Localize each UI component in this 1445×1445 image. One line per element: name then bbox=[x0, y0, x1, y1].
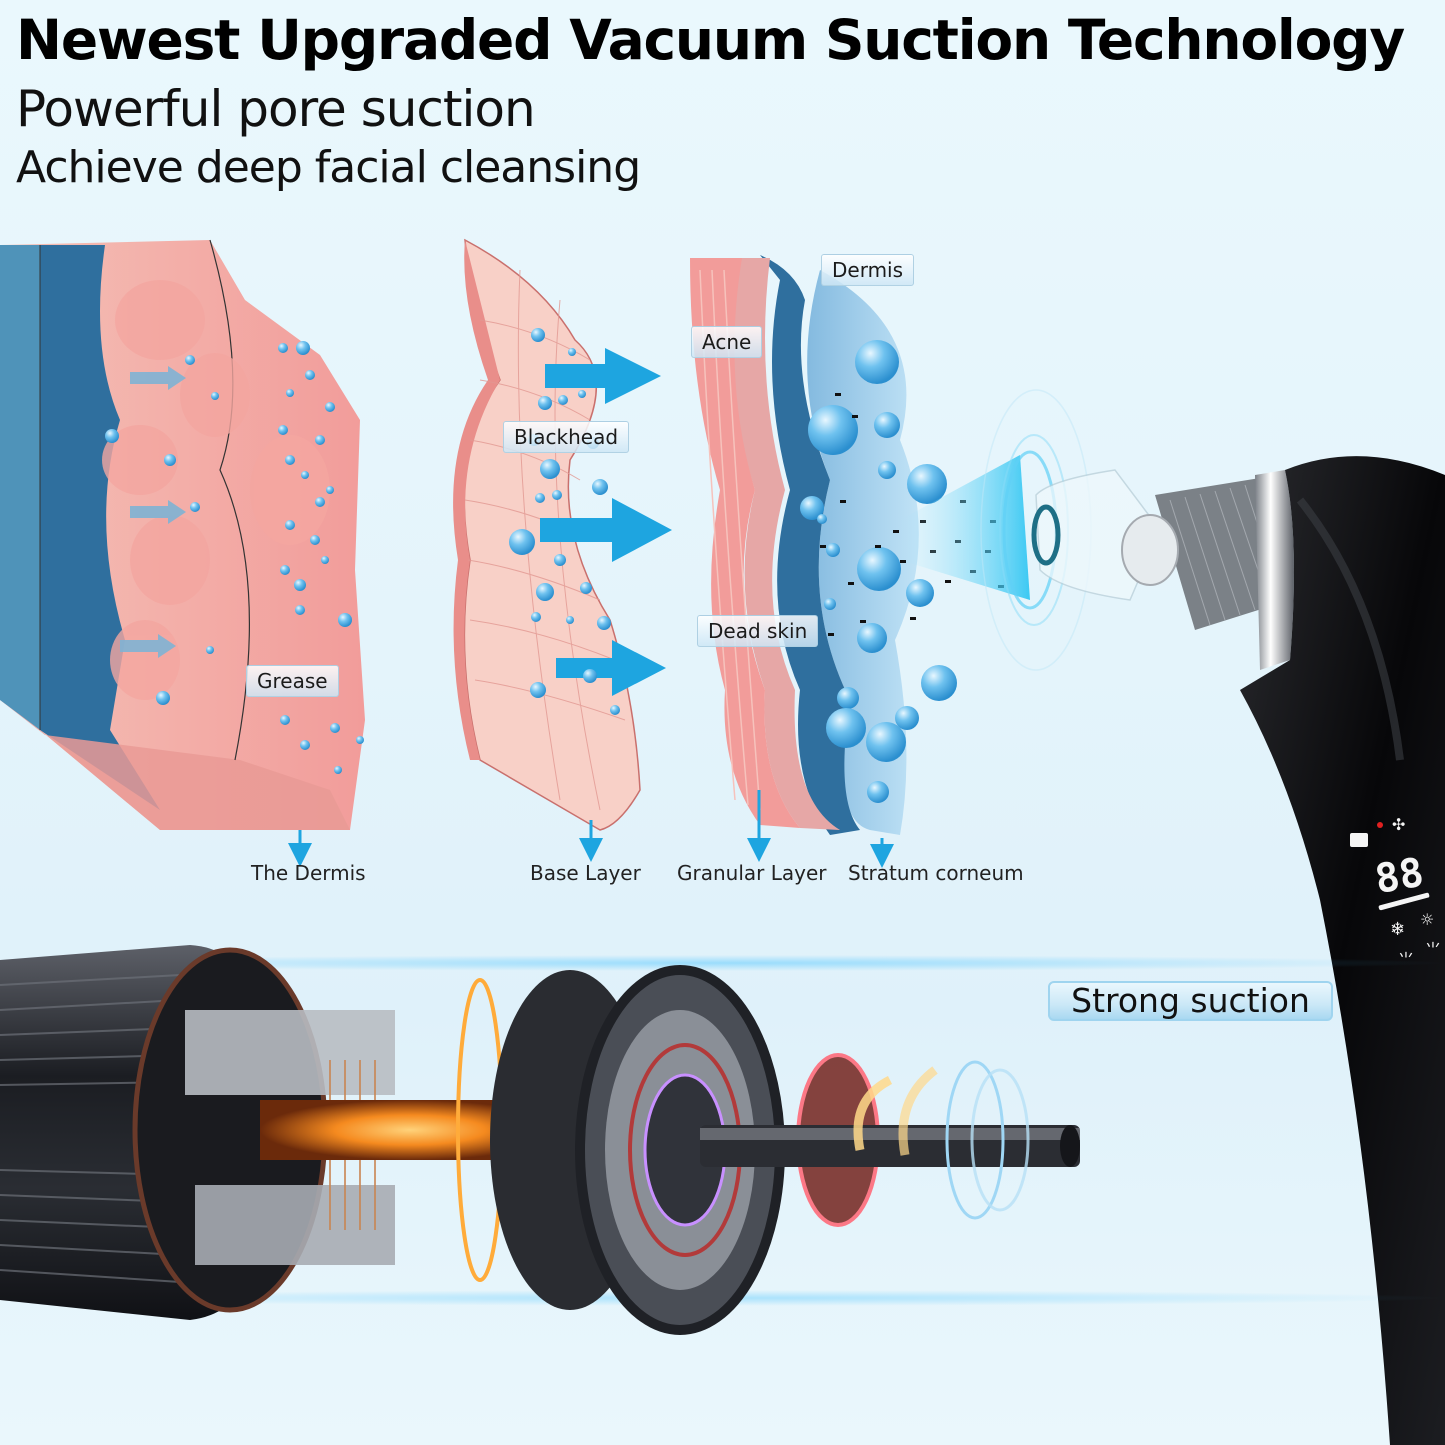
arrow-icons bbox=[540, 348, 672, 696]
caption-base-layer: Base Layer bbox=[530, 861, 641, 885]
wave-icon: ⺌ bbox=[1425, 940, 1441, 959]
tag-dead-skin: Dead skin bbox=[697, 615, 819, 647]
sun-icon: ☼ bbox=[1420, 910, 1434, 929]
led-display: ✣ 88 ❄ ☼ ⺌ ⺌ bbox=[1350, 815, 1441, 969]
base-layer-illustration bbox=[453, 238, 672, 862]
fan-icon: ✣ bbox=[1392, 815, 1405, 834]
dermis-block-illustration bbox=[0, 239, 365, 867]
strong-suction-label: Strong suction bbox=[1048, 981, 1333, 1021]
tag-dermis: Dermis bbox=[821, 254, 915, 286]
caption-stratum-corneum: Stratum corneum bbox=[848, 861, 1024, 885]
motor-illustration bbox=[0, 945, 1445, 1335]
granular-stratum-illustration bbox=[690, 255, 1004, 868]
battery-icon bbox=[1350, 833, 1368, 847]
digits-88: 88 bbox=[1372, 849, 1427, 903]
caption-granular-layer: Granular Layer bbox=[677, 861, 827, 885]
tag-grease: Grease bbox=[246, 665, 339, 697]
subtitle-pore-suction: Powerful pore suction bbox=[16, 80, 536, 138]
caption-the-dermis: The Dermis bbox=[251, 861, 366, 885]
tag-blackhead: Blackhead bbox=[503, 421, 630, 453]
subtitle-deep-cleansing: Achieve deep facial cleansing bbox=[16, 142, 641, 193]
headline: Newest Upgraded Vacuum Suction Technolog… bbox=[16, 8, 1405, 72]
blackhead-vacuum-device: ✣ 88 ❄ ☼ ⺌ ⺌ bbox=[900, 389, 1445, 1445]
tag-acne: Acne bbox=[691, 326, 763, 358]
snowflake-icon: ❄ bbox=[1390, 919, 1405, 940]
